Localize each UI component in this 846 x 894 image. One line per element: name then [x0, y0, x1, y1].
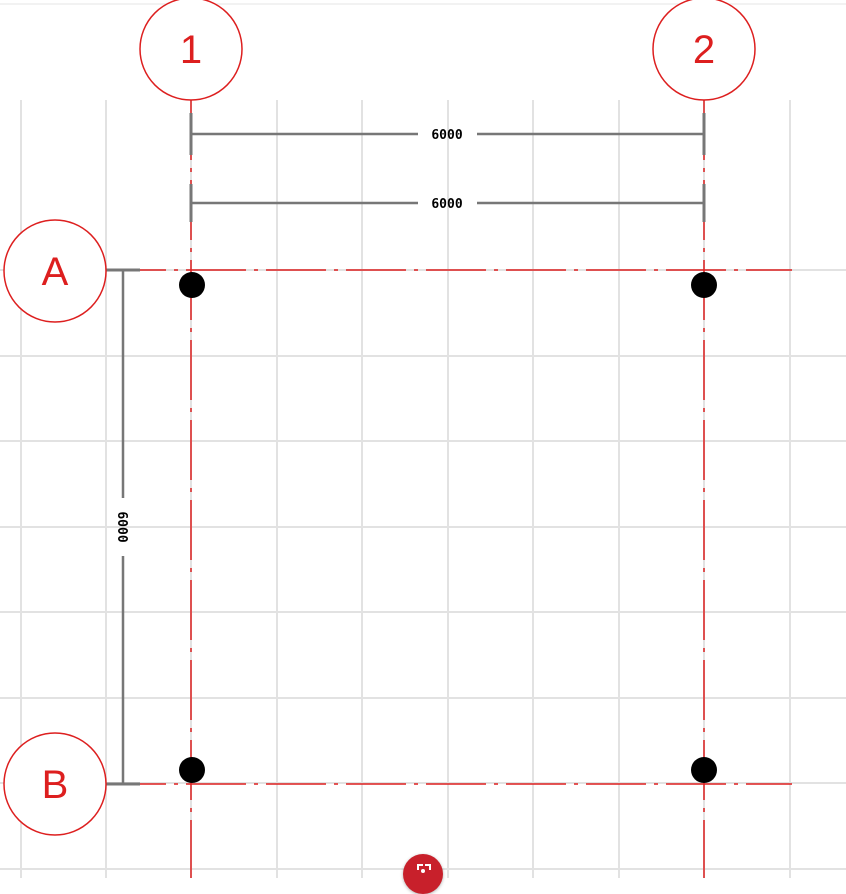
- axis-lines: [106, 100, 792, 878]
- axis-bubble-label-A: A: [42, 250, 69, 294]
- axis-bubble-A[interactable]: A: [3, 219, 107, 323]
- axis-bubble-label-1: 1: [180, 28, 202, 72]
- dimension-label-top-outer: 6000: [431, 128, 462, 143]
- dimension-top-inner: 6000: [189, 184, 706, 222]
- column-1-A[interactable]: [179, 272, 205, 298]
- axis-bubble-B[interactable]: B: [3, 732, 107, 836]
- dimension-label-top-inner: 6000: [431, 197, 462, 212]
- axis-bubble-1[interactable]: 1: [139, 0, 243, 101]
- axis-bubble-2[interactable]: 2: [652, 0, 756, 101]
- focus-frame-icon: [417, 864, 423, 870]
- columns: [179, 272, 717, 783]
- dimension-top-outer: 6000: [189, 113, 706, 155]
- axis-bubble-label-2: 2: [693, 28, 715, 72]
- focus-view-button[interactable]: [403, 854, 443, 894]
- column-1-B[interactable]: [179, 757, 205, 783]
- axis-bubble-label-B: B: [42, 763, 69, 807]
- column-2-B[interactable]: [691, 757, 717, 783]
- background-grid: [0, 100, 846, 878]
- dimension-label-left: 6000: [114, 511, 129, 542]
- column-2-A[interactable]: [691, 272, 717, 298]
- dimension-left: 6000: [106, 268, 140, 786]
